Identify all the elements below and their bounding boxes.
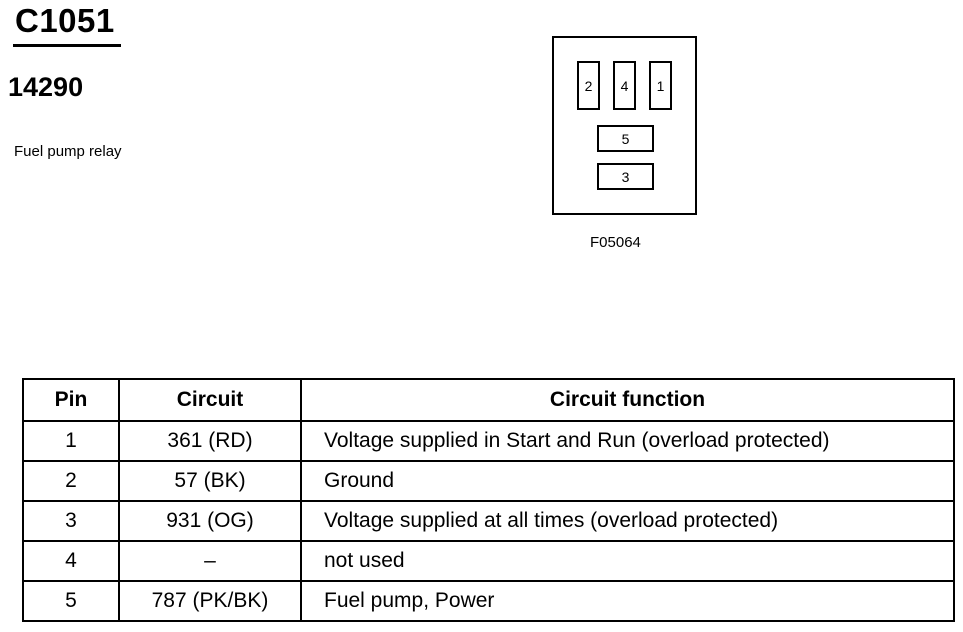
figure-code: F05064 bbox=[590, 234, 641, 251]
table-row: 1 361 (RD) Voltage supplied in Start and… bbox=[22, 420, 955, 462]
cell-circuit: 931 (OG) bbox=[118, 500, 302, 542]
table-row: 3 931 (OG) Voltage supplied at all times… bbox=[22, 500, 955, 542]
connector-face-diagram: 2 4 1 5 3 bbox=[552, 36, 697, 215]
part-number: 14290 bbox=[8, 72, 84, 102]
table-row: 4 – not used bbox=[22, 540, 955, 582]
table-row: 5 787 (PK/BK) Fuel pump, Power bbox=[22, 580, 955, 622]
table-header-row: Pin Circuit Circuit function bbox=[22, 378, 955, 422]
header-circuit: Circuit bbox=[118, 378, 302, 422]
pinout-table: Pin Circuit Circuit function 1 361 (RD) … bbox=[22, 378, 955, 622]
header-pin: Pin bbox=[22, 378, 120, 422]
cell-pin: 3 bbox=[22, 500, 120, 542]
pin-cavity-2: 2 bbox=[577, 61, 600, 110]
cell-circuit: 57 (BK) bbox=[118, 460, 302, 502]
cell-function: Fuel pump, Power bbox=[300, 580, 955, 622]
cell-function: Voltage supplied in Start and Run (overl… bbox=[300, 420, 955, 462]
header-circuit-function: Circuit function bbox=[300, 378, 955, 422]
cell-pin: 1 bbox=[22, 420, 120, 462]
cell-circuit: – bbox=[118, 540, 302, 582]
cell-function: not used bbox=[300, 540, 955, 582]
cell-function: Voltage supplied at all times (overload … bbox=[300, 500, 955, 542]
pin-cavity-5: 5 bbox=[597, 125, 654, 152]
cell-circuit: 361 (RD) bbox=[118, 420, 302, 462]
component-description: Fuel pump relay bbox=[14, 143, 122, 160]
pin-cavity-1: 1 bbox=[649, 61, 672, 110]
cell-pin: 2 bbox=[22, 460, 120, 502]
connector-id: C1051 bbox=[15, 2, 115, 39]
pin-cavity-3: 3 bbox=[597, 163, 654, 190]
cell-function: Ground bbox=[300, 460, 955, 502]
title-underline bbox=[13, 44, 121, 47]
table-row: 2 57 (BK) Ground bbox=[22, 460, 955, 502]
cell-circuit: 787 (PK/BK) bbox=[118, 580, 302, 622]
cell-pin: 4 bbox=[22, 540, 120, 582]
pin-cavity-4: 4 bbox=[613, 61, 636, 110]
cell-pin: 5 bbox=[22, 580, 120, 622]
